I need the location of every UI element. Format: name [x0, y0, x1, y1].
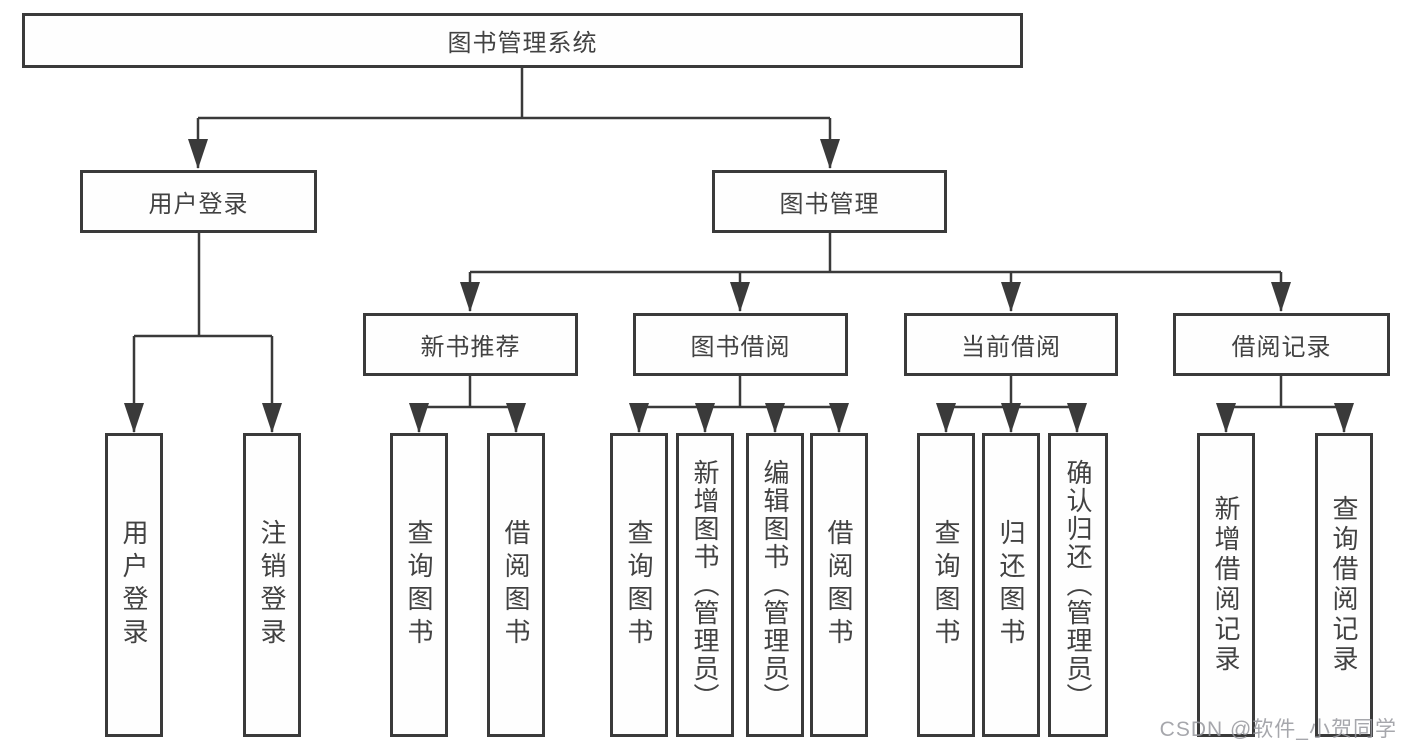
node-book-management-label: 图书管理	[779, 191, 880, 218]
node-book-borrowing-label: 图书借阅	[690, 334, 791, 361]
leaf-add-book-admin: 新增图书（管理员）	[676, 433, 734, 737]
watermark: CSDN @软件_小贺同学	[1159, 718, 1397, 741]
leaf-confirm-return-admin: 确认归还（管理员）	[1048, 433, 1108, 737]
node-user-login-label: 用户登录	[148, 191, 249, 218]
leaf-query-books-borrowing: 查询图书	[610, 433, 668, 737]
leaf-add-borrow-record: 新增借阅记录	[1197, 433, 1255, 737]
leaf-return-books: 归还图书	[982, 433, 1040, 737]
leaf-query-books-current-label: 查询图书	[931, 519, 961, 651]
node-borrowing-records-label: 借阅记录	[1231, 334, 1332, 361]
node-new-book-recommend-label: 新书推荐	[420, 334, 521, 361]
leaf-edit-book-admin: 编辑图书（管理员）	[746, 433, 804, 737]
leaf-logout-label: 注销登录	[257, 519, 287, 651]
leaf-logout: 注销登录	[243, 433, 301, 737]
leaf-add-borrow-record-label: 新增借阅记录	[1211, 495, 1241, 675]
leaf-user-login-label: 用户登录	[119, 519, 149, 651]
node-borrowing-records: 借阅记录	[1173, 313, 1390, 376]
leaf-confirm-return-admin-label: 确认归还（管理员）	[1063, 459, 1093, 711]
leaf-borrow-books-label: 借阅图书	[824, 519, 854, 651]
leaf-user-login: 用户登录	[105, 433, 163, 737]
leaf-borrow-books-recommend: 借阅图书	[487, 433, 545, 737]
node-current-borrowing-label: 当前借阅	[961, 334, 1061, 361]
node-new-book-recommend: 新书推荐	[363, 313, 578, 376]
leaf-return-books-label: 归还图书	[996, 519, 1026, 651]
leaf-query-books-borrowing-label: 查询图书	[624, 519, 654, 651]
leaf-borrow-books-recommend-label: 借阅图书	[501, 519, 531, 651]
node-library-system-label: 图书管理系统	[447, 30, 598, 57]
leaf-add-book-admin-label: 新增图书（管理员）	[690, 459, 720, 711]
leaf-query-books-recommend-label: 查询图书	[404, 519, 434, 651]
leaf-borrow-books: 借阅图书	[810, 433, 868, 737]
node-book-borrowing: 图书借阅	[633, 313, 848, 376]
leaf-edit-book-admin-label: 编辑图书（管理员）	[760, 459, 790, 711]
leaf-query-borrow-record: 查询借阅记录	[1315, 433, 1373, 737]
node-library-system: 图书管理系统	[22, 13, 1023, 68]
node-current-borrowing: 当前借阅	[904, 313, 1118, 376]
leaf-query-books-current: 查询图书	[917, 433, 975, 737]
leaf-query-books-recommend: 查询图书	[390, 433, 448, 737]
node-user-login: 用户登录	[80, 170, 317, 233]
leaf-query-borrow-record-label: 查询借阅记录	[1329, 495, 1359, 675]
node-book-management: 图书管理	[712, 170, 947, 233]
